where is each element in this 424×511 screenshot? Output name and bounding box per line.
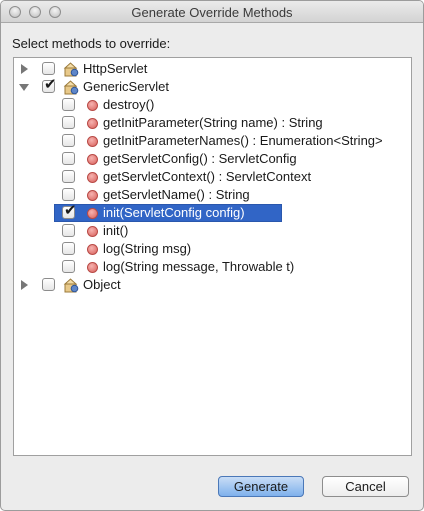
row-checkbox[interactable] bbox=[62, 134, 75, 147]
row-checkbox[interactable] bbox=[62, 116, 75, 129]
tree-row-label: getInitParameter(String name) : String bbox=[103, 115, 323, 130]
method-tree[interactable]: HttpServlet ✔ GenericServlet destroy() getIn… bbox=[13, 57, 412, 456]
tree-method-row[interactable]: init() bbox=[14, 222, 411, 240]
row-checkbox[interactable] bbox=[62, 188, 75, 201]
close-window-button[interactable] bbox=[9, 6, 21, 18]
tree-row-label: init() bbox=[103, 223, 129, 238]
method-icon bbox=[87, 118, 98, 129]
window-title: Generate Override Methods bbox=[131, 5, 293, 20]
row-checkbox[interactable]: ✔ bbox=[62, 202, 77, 219]
tree-method-row[interactable]: log(String message, Throwable t) bbox=[14, 258, 411, 276]
method-icon bbox=[87, 244, 98, 255]
class-package-icon bbox=[63, 278, 79, 293]
cancel-button[interactable]: Cancel bbox=[322, 476, 409, 497]
tree-row-label: getServletName() : String bbox=[103, 187, 250, 202]
tree-class-row[interactable]: Object bbox=[14, 276, 411, 294]
tree-row-label: destroy() bbox=[103, 97, 155, 112]
title-bar: Generate Override Methods bbox=[1, 1, 423, 23]
tree-method-row[interactable]: destroy() bbox=[14, 96, 411, 114]
row-checkbox[interactable] bbox=[62, 260, 75, 273]
method-icon bbox=[87, 172, 98, 183]
tree-row-label: init(ServletConfig config) bbox=[103, 205, 245, 220]
method-icon bbox=[87, 226, 98, 237]
tree-method-row[interactable]: getServletName() : String bbox=[14, 186, 411, 204]
disclosure-expanded-icon[interactable] bbox=[19, 84, 29, 91]
disclosure-collapsed-icon[interactable] bbox=[21, 64, 28, 74]
tree-row-label: HttpServlet bbox=[83, 61, 148, 76]
checkmark-icon: ✔ bbox=[64, 202, 77, 219]
tree-class-row[interactable]: HttpServlet bbox=[14, 60, 411, 78]
tree-row-label: log(String msg) bbox=[103, 241, 192, 256]
row-checkbox[interactable] bbox=[62, 242, 75, 255]
tree-method-row[interactable]: getServletConfig() : ServletConfig bbox=[14, 150, 411, 168]
checkmark-icon: ✔ bbox=[44, 76, 57, 93]
row-checkbox[interactable] bbox=[42, 278, 55, 291]
method-icon bbox=[87, 154, 98, 165]
class-package-icon bbox=[63, 62, 79, 77]
tree-row-label: log(String message, Throwable t) bbox=[103, 259, 295, 274]
prompt-label: Select methods to override: bbox=[12, 36, 171, 51]
class-package-icon bbox=[63, 80, 79, 95]
tree-row-label: GenericServlet bbox=[83, 79, 169, 94]
tree-method-row[interactable]: ✔ init(ServletConfig config) bbox=[14, 202, 411, 222]
tree-method-row[interactable]: getServletContext() : ServletContext bbox=[14, 168, 411, 186]
method-icon bbox=[87, 100, 98, 111]
zoom-window-button[interactable] bbox=[49, 6, 61, 18]
tree-row-label: getInitParameterNames() : Enumeration<St… bbox=[103, 133, 383, 148]
row-checkbox[interactable] bbox=[62, 224, 75, 237]
method-icon bbox=[87, 208, 98, 219]
row-checkbox[interactable] bbox=[62, 152, 75, 165]
row-checkbox[interactable] bbox=[62, 170, 75, 183]
tree-method-row[interactable]: getInitParameter(String name) : String bbox=[14, 114, 411, 132]
generate-button[interactable]: Generate bbox=[218, 476, 304, 497]
disclosure-collapsed-icon[interactable] bbox=[21, 280, 28, 290]
minimize-window-button[interactable] bbox=[29, 6, 41, 18]
tree-method-row[interactable]: log(String msg) bbox=[14, 240, 411, 258]
row-checkbox[interactable]: ✔ bbox=[42, 76, 57, 93]
tree-row-label: getServletConfig() : ServletConfig bbox=[103, 151, 297, 166]
tree-method-row[interactable]: getInitParameterNames() : Enumeration<St… bbox=[14, 132, 411, 150]
method-icon bbox=[87, 136, 98, 147]
method-icon bbox=[87, 262, 98, 273]
selection-highlight bbox=[54, 204, 282, 222]
row-checkbox[interactable] bbox=[62, 98, 75, 111]
tree-class-row[interactable]: ✔ GenericServlet bbox=[14, 76, 411, 96]
tree-row-label: Object bbox=[83, 277, 121, 292]
row-checkbox[interactable] bbox=[42, 62, 55, 75]
method-icon bbox=[87, 190, 98, 201]
tree-row-label: getServletContext() : ServletContext bbox=[103, 169, 312, 184]
